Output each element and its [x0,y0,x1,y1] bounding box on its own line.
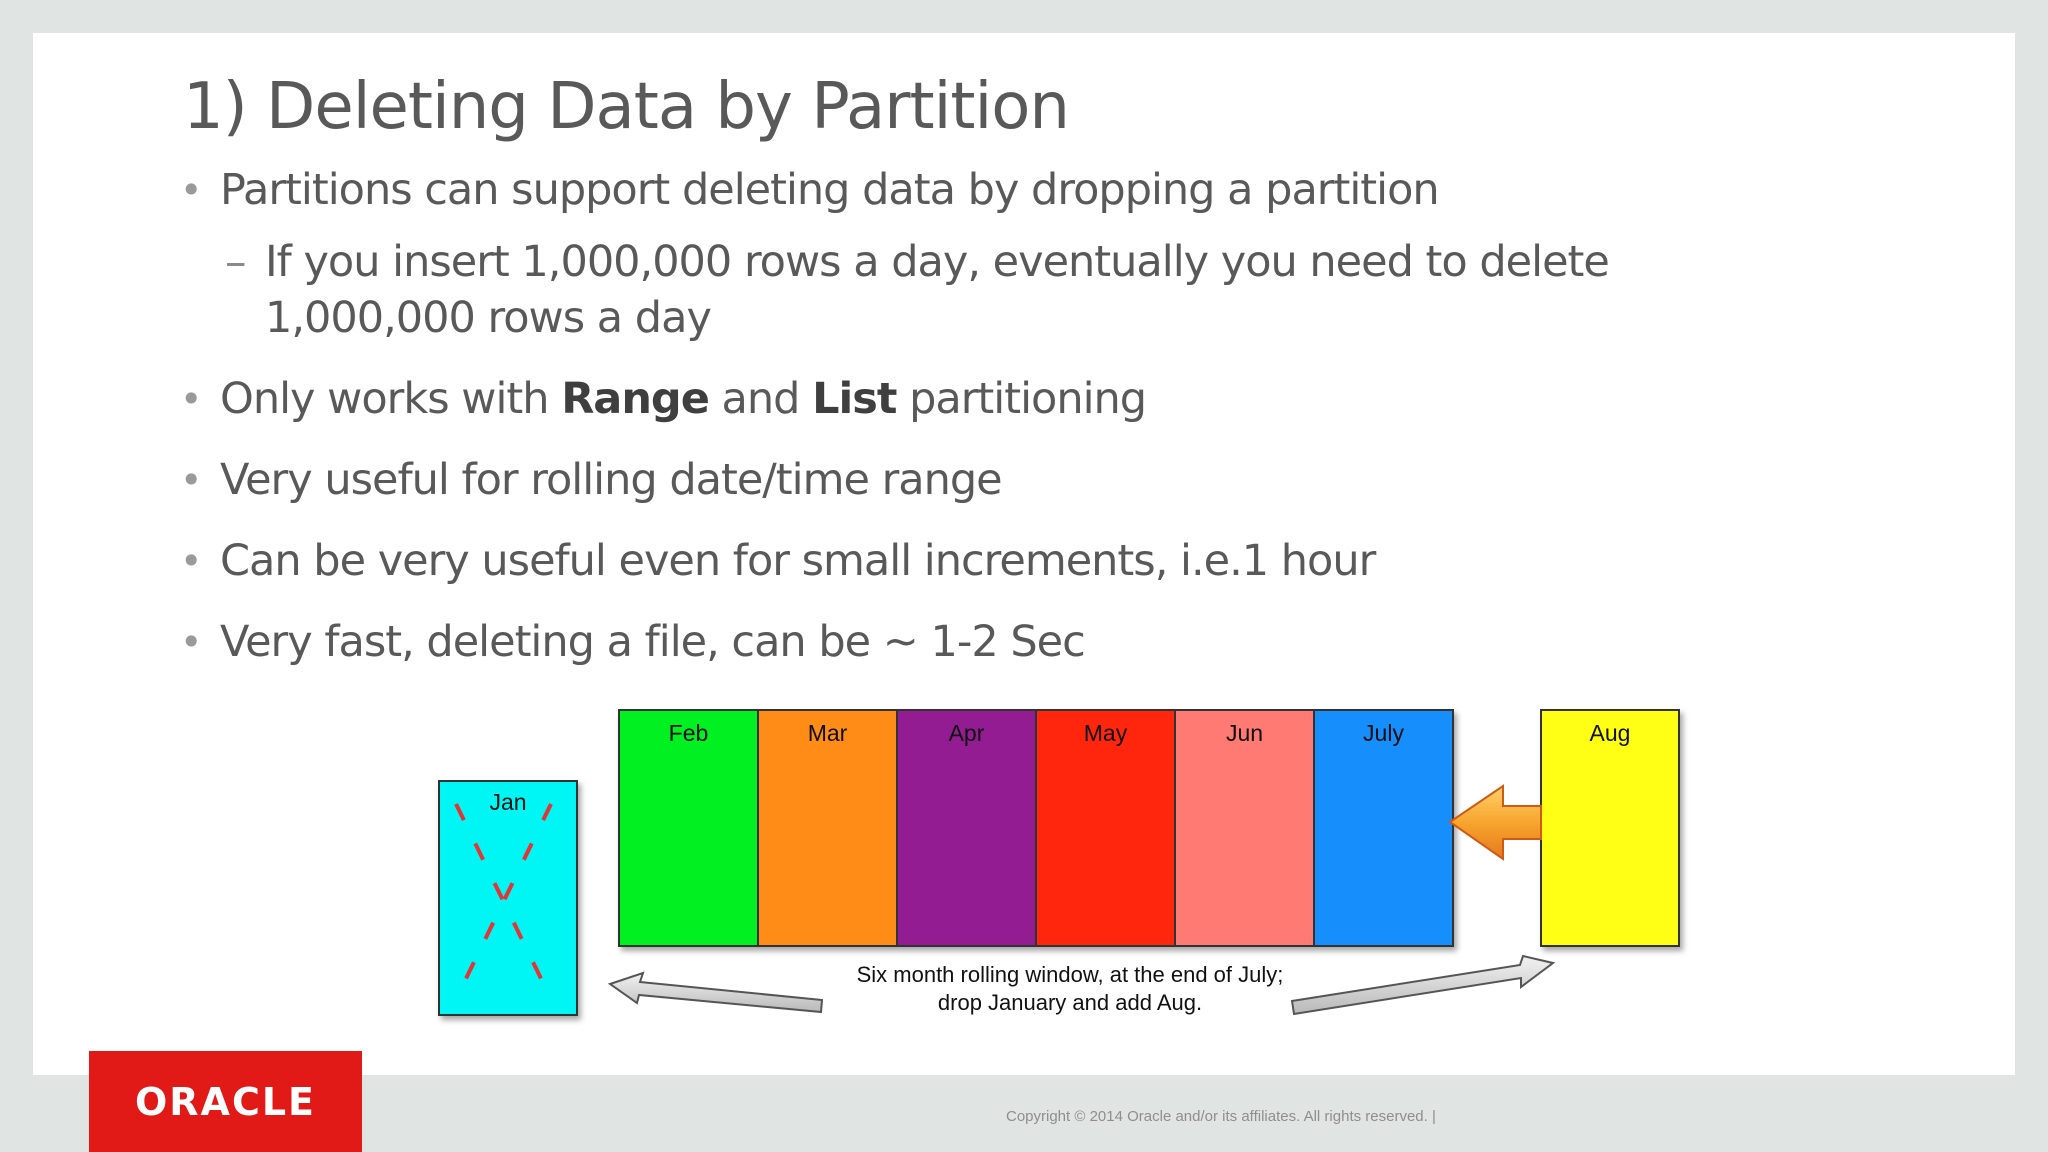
sub-bullet-line-1: If you insert 1,000,000 rows a day, even… [265,237,1610,287]
bullet-rolling: • Very useful for rolling date/time rang… [180,452,1003,508]
cross-out-icon [454,803,553,996]
bullet-text: Can be very useful even for small increm… [220,536,1376,586]
partition-feb-label: Feb [669,720,709,746]
bullet-dot: • [180,168,202,212]
partition-may-box [1035,709,1176,947]
partition-feb-box [618,709,759,947]
bullet-text: Very fast, deleting a file, can be ~ 1-2… [220,617,1086,667]
bullet-partitions: • Partitions can support deleting data b… [180,162,1440,218]
aug-box [1540,709,1680,947]
partition-apr-label: Apr [949,720,985,746]
partition-jun-label: Jun [1226,720,1263,746]
partition-july-box [1313,709,1454,947]
bullet-bold-range: Range [561,374,710,424]
bullet-dot: • [180,539,202,583]
dropped-partition-jan: Jan [438,780,578,1016]
add-arrow-icon [1448,784,1542,861]
diagram-caption-line-1: Six month rolling window, at the end of … [857,962,1284,987]
partition-may-label: May [1084,720,1128,746]
dash-marker: – [225,237,246,287]
partition-strip: Feb Mar Apr May Jun July [618,709,1454,947]
aug-label: Aug [1590,720,1631,746]
bullet-text: Very useful for rolling date/time range [220,455,1003,505]
bullet-bold-list: List [812,374,897,424]
sub-bullet-insert-rows: – If you insert 1,000,000 rows a day, ev… [225,234,1610,346]
slide-title: 1) Deleting Data by Partition [183,70,1070,144]
bullet-dot: • [180,458,202,502]
bullet-range-list: • Only works with Range and List partiti… [180,371,1147,427]
partition-mar-box [757,709,898,947]
bullet-text-part: partitioning [896,374,1147,424]
bullet-fast: • Very fast, deleting a file, can be ~ 1… [180,614,1086,670]
sub-bullet-line-2: 1,000,000 rows a day [265,293,712,343]
bullet-increments: • Can be very useful even for small incr… [180,533,1376,589]
partition-jun-box [1174,709,1315,947]
partition-apr-box [896,709,1037,947]
diagram-caption-line-2: drop January and add Aug. [938,990,1202,1015]
window-right-arrow-icon [1290,954,1556,1016]
partition-mar-label: Mar [808,720,848,746]
jan-label: Jan [489,789,526,815]
oracle-logo: ORACLE [89,1051,362,1152]
partition-july-label: July [1363,720,1404,746]
bullet-dot: • [180,620,202,664]
window-left-arrow-icon [607,971,824,1014]
bullet-dot: • [180,377,202,421]
oracle-logo-text: ORACLE [134,1079,317,1124]
bullet-text-part: and [708,374,813,424]
added-partition-aug: Aug [1540,709,1680,947]
copyright-notice: Copyright © 2014 Oracle and/or its affil… [1006,1108,1436,1125]
bullet-text-part: Only works with [220,374,562,424]
bullet-text: Partitions can support deleting data by … [220,165,1440,215]
